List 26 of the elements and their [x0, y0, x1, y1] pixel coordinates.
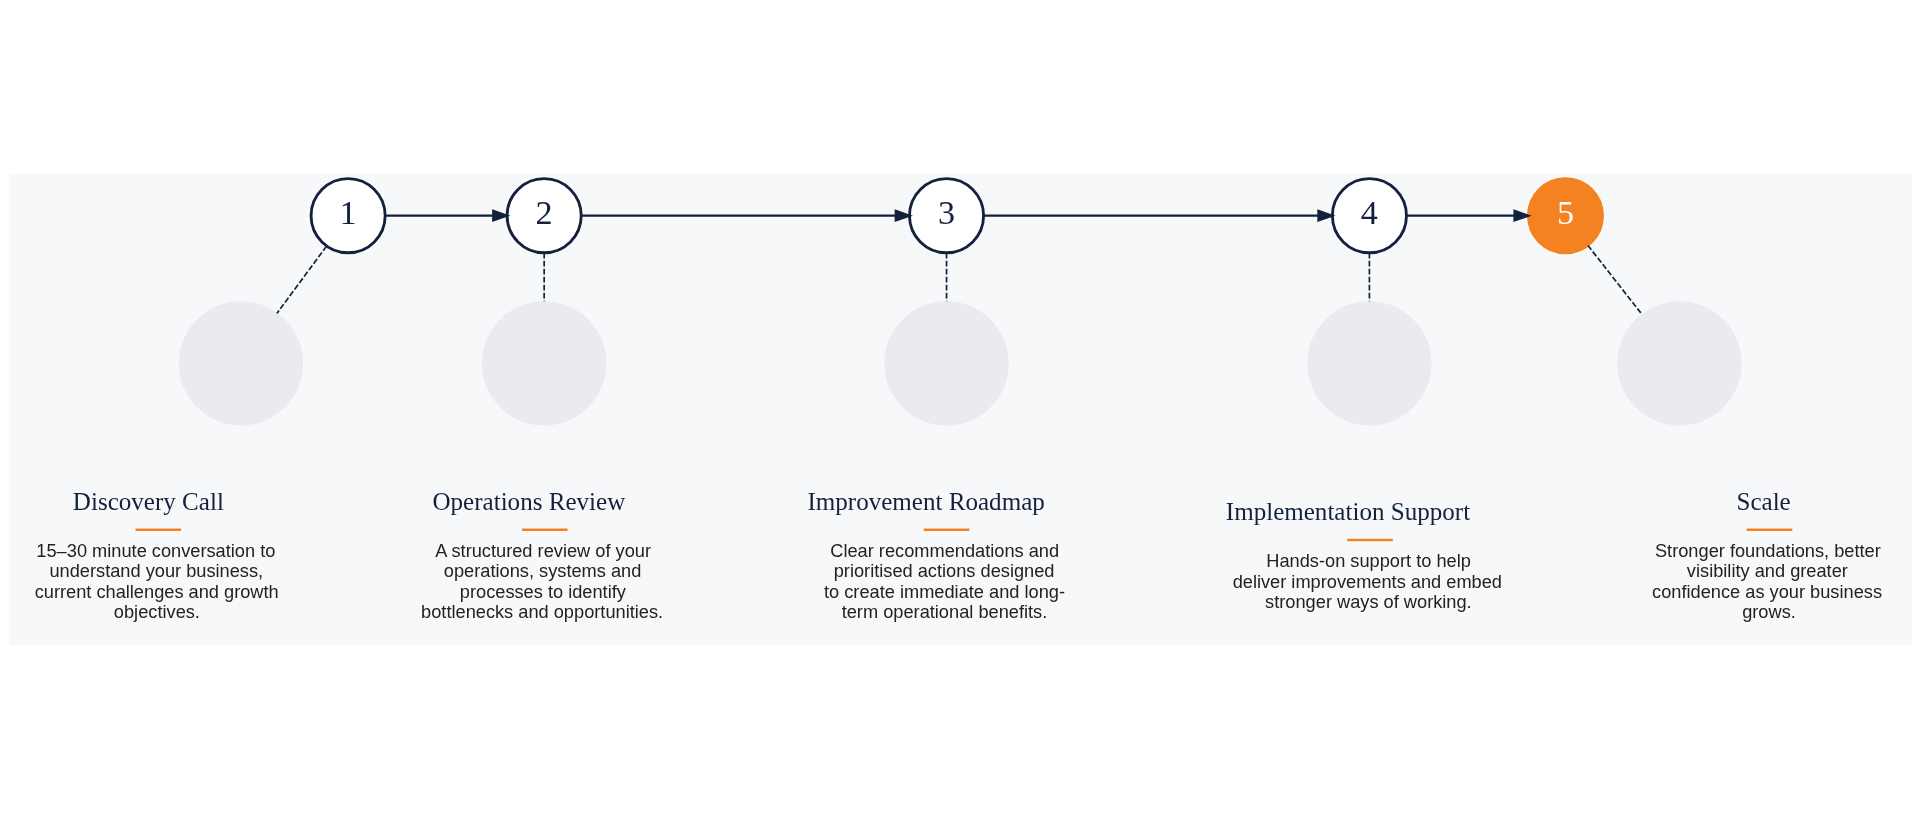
node-circle: 5 [1526, 177, 1604, 255]
node-circle: 3 [907, 177, 985, 255]
node-label: Improvement Roadmap [806, 487, 1045, 515]
arrow [581, 209, 913, 223]
arrow [384, 209, 510, 223]
node-label: Operations Review [431, 487, 625, 515]
arrow [983, 209, 1336, 223]
node-label: Stronger foundations, better visibility and greater confidence as your business grows. [1651, 539, 1882, 623]
connector [275, 245, 327, 315]
node-circle [883, 301, 1009, 426]
node-label: A structured review of your operations, systems and processes to identify bottlenecks and opportunities. [420, 539, 663, 623]
node-label: Hands-on support to help deliver improvements and embed stronger ways of working. [1232, 550, 1502, 613]
node-circle [481, 301, 606, 426]
connector [1586, 244, 1643, 316]
node-label: Implementation Support [1225, 498, 1470, 526]
node-label: 15–30 minute conversation to understand your business, current challenges and growth objectives. [34, 539, 279, 623]
node-label: Scale [1735, 487, 1791, 515]
node-circle: 2 [505, 177, 583, 255]
arrow [1406, 209, 1532, 223]
node-circle: 1 [309, 177, 387, 255]
node-circle [1616, 301, 1742, 426]
node-label: Discovery Call [72, 487, 224, 515]
node-circle [178, 301, 303, 426]
node-label: Clear recommendations and prioritised actions designed to create immediate and long-term operational benefits. [823, 539, 1065, 623]
node-circle: 4 [1330, 177, 1408, 255]
node-circle [1306, 301, 1432, 426]
